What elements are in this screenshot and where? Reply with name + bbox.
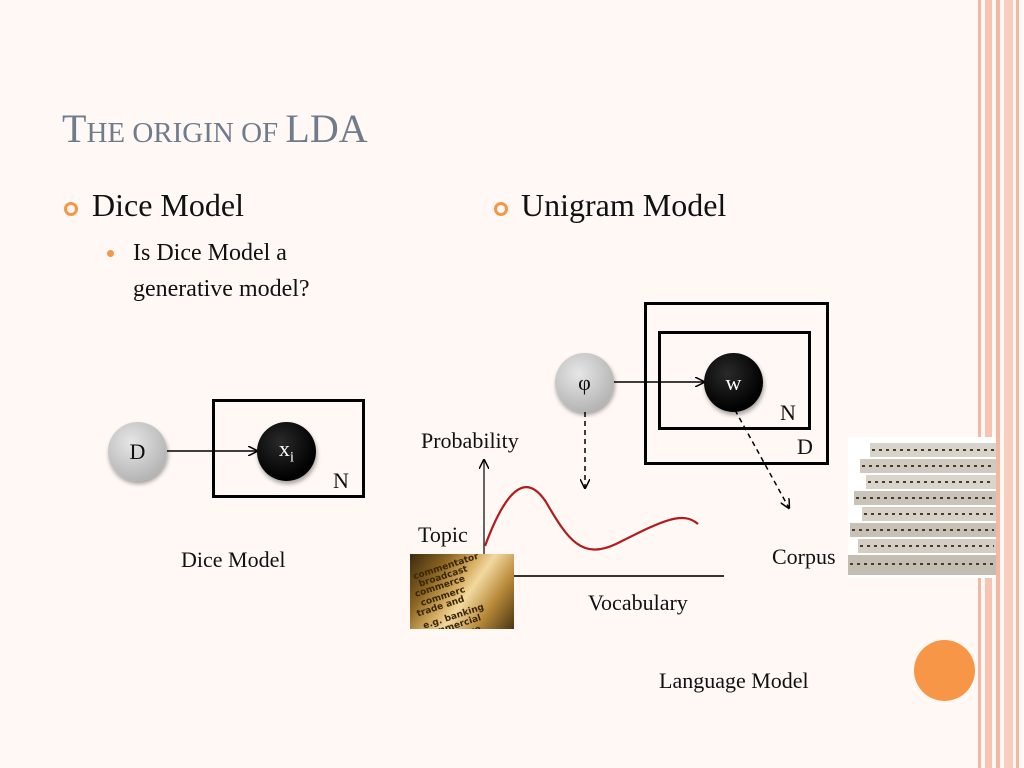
decorative-stripe — [1016, 0, 1019, 768]
node-d-label: D — [129, 438, 146, 464]
unigram-model-heading: Unigram Model — [521, 187, 727, 223]
title-small-caps: HE ORIGIN OF — [86, 117, 286, 149]
bullet-dot-icon — [107, 250, 114, 257]
corpus-label: Corpus — [772, 544, 836, 569]
decorative-stripe — [985, 0, 992, 768]
plate-n-label: N — [333, 468, 349, 493]
bullet-circle-icon — [494, 202, 508, 216]
plate-n-inner — [658, 331, 811, 430]
bullet-circle-icon — [64, 202, 78, 216]
node-x-base: x — [278, 436, 290, 462]
plate-inner-n-label: N — [780, 400, 796, 425]
node-x: xi — [257, 422, 316, 481]
decorative-stripe — [978, 0, 981, 768]
axis-x-label: Vocabulary — [588, 590, 688, 615]
page-title: THE ORIGIN OF LDA — [62, 105, 368, 152]
dictionary-photo: commentator broadcast commerce commerc t… — [410, 554, 514, 629]
topic-label: Topic — [418, 522, 468, 547]
notebooks-photo — [848, 437, 996, 578]
node-phi-label: φ — [578, 369, 591, 395]
decorative-circle — [914, 640, 975, 701]
plate-d-outer — [644, 302, 829, 465]
title-first-letter: T — [62, 106, 87, 151]
node-d: D — [108, 422, 167, 481]
node-x-subscript: i — [289, 449, 295, 466]
notebooks-drawing — [848, 437, 996, 578]
decorative-stripe — [1004, 0, 1013, 768]
node-w: w — [704, 353, 763, 412]
subbullet-line-2: generative model? — [133, 276, 310, 302]
dice-model-caption: Dice Model — [181, 547, 286, 572]
axis-y-label: Probability — [421, 428, 519, 453]
node-x-label: xi — [279, 436, 294, 466]
node-phi: φ — [555, 353, 614, 412]
language-model-caption: Language Model — [659, 668, 809, 693]
node-w-label: w — [725, 369, 742, 395]
plate-outer-d-label: D — [797, 434, 813, 459]
subbullet-line-1: Is Dice Model a — [133, 240, 287, 266]
decorative-stripe — [996, 0, 1000, 768]
dice-model-heading: Dice Model — [92, 187, 244, 223]
title-acronym: LDA — [285, 106, 368, 151]
distribution-curve — [483, 486, 699, 551]
plate-n-dice — [212, 399, 365, 498]
edge-w-to-corpus-dashed — [734, 409, 789, 508]
